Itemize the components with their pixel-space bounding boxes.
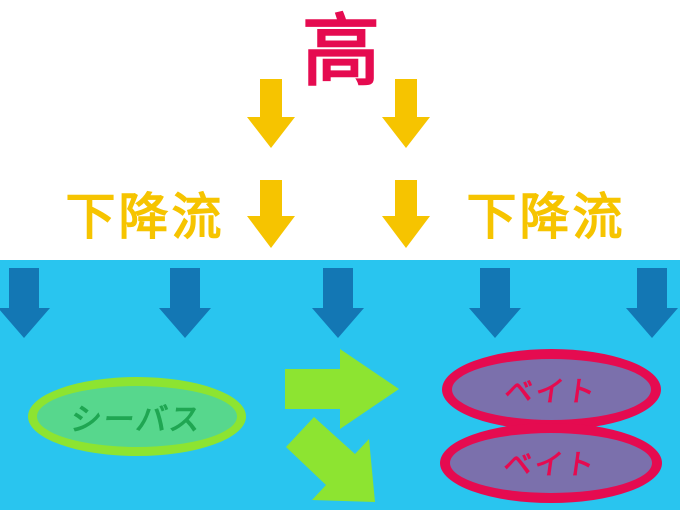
bait-label-bottom: ベイト <box>501 448 600 481</box>
blue-down-arrow-icon <box>0 268 50 338</box>
high-pressure-label: 高 <box>301 7 380 97</box>
gold-down-arrow-icon <box>382 180 430 248</box>
downdraft-label-right: 下降流 <box>466 188 626 246</box>
seabass-ellipse: シーバス <box>28 377 246 456</box>
green-right-arrow-icon <box>285 349 399 429</box>
blue-down-arrow-icon <box>159 268 211 338</box>
gold-down-arrow-icon <box>247 180 295 248</box>
seabass-label: シーバス <box>68 402 205 438</box>
blue-down-arrow-icon <box>312 268 364 338</box>
gold-down-arrow-icon <box>382 79 430 148</box>
bait-ellipse-bottom: ベイト <box>440 423 662 503</box>
downdraft-label-left: 下降流 <box>65 188 225 246</box>
bait-label-top: ベイト <box>502 374 601 408</box>
gold-down-arrow-icon <box>247 79 295 148</box>
bait-ellipse-top: ベイト <box>442 349 661 430</box>
green-diagonal-arrow-icon <box>286 417 375 502</box>
blue-down-arrow-icon <box>626 268 678 338</box>
blue-down-arrow-icon <box>469 268 521 338</box>
